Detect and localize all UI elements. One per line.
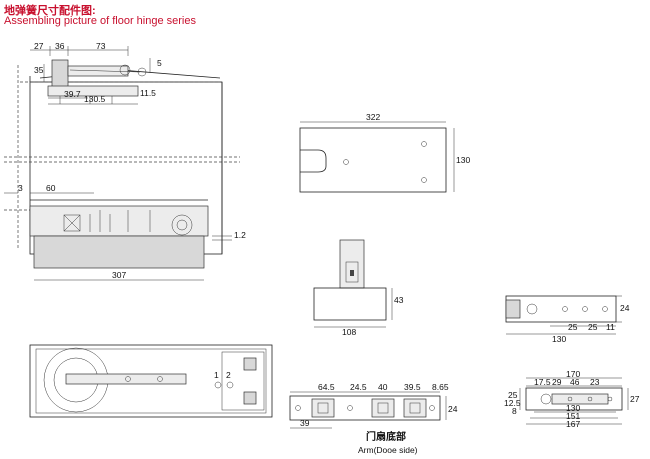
dim-39: 39 bbox=[300, 418, 310, 428]
spindle-view: 43 108 bbox=[313, 239, 404, 337]
dim-27: 27 bbox=[34, 41, 44, 51]
dim-3: 3 bbox=[18, 183, 23, 193]
dim-25-arm: 25 bbox=[508, 390, 518, 400]
assembly-view: 27 36 73 5 35 39.7 130.5 11.5 3 60 1.2 3… bbox=[4, 41, 246, 281]
door-bottom-plate bbox=[289, 395, 441, 421]
dim-1-2: 1.2 bbox=[234, 230, 246, 240]
dim-130-side: 130 bbox=[552, 334, 566, 344]
dim-35: 35 bbox=[34, 65, 44, 75]
arm-plate bbox=[65, 373, 187, 385]
dim-40: 40 bbox=[378, 382, 388, 392]
dim-24-door: 24 bbox=[448, 404, 458, 414]
dim-130: 130 bbox=[456, 155, 470, 165]
arm-bar bbox=[47, 85, 139, 97]
gear-wheel bbox=[171, 214, 193, 236]
dim-25-a: 25 bbox=[568, 322, 578, 332]
spindle-body bbox=[339, 239, 365, 289]
dim-130-arm: 130 bbox=[566, 403, 580, 413]
dim-8-65: 8.65 bbox=[432, 382, 449, 392]
dim-130-5: 130.5 bbox=[84, 94, 106, 104]
dim-27: 27 bbox=[630, 394, 640, 404]
title-english: Assembling picture of floor hinge series bbox=[4, 15, 196, 27]
dim-24-side: 24 bbox=[620, 303, 630, 313]
caption-english: Arm(Dooe side) bbox=[358, 445, 418, 455]
dim-8: 8 bbox=[512, 406, 517, 416]
spring-housing bbox=[29, 205, 209, 237]
caption-chinese: 门扇底部 bbox=[366, 430, 406, 443]
dim-36: 36 bbox=[55, 41, 65, 51]
dim-23: 23 bbox=[590, 377, 600, 387]
dim-43: 43 bbox=[394, 295, 404, 305]
dim-11-5: 11.5 bbox=[140, 88, 156, 98]
dim-322: 322 bbox=[366, 112, 380, 122]
door-bottom-view: 64.5 24.5 40 39.5 8.65 24 39 门扇底部 Arm(Do… bbox=[289, 382, 458, 455]
dim-24-5: 24.5 bbox=[350, 382, 367, 392]
dim-170: 170 bbox=[566, 369, 580, 379]
arm-bottom-view: 170 17.5 29 46 23 25 12.5 8 27 130 151 1… bbox=[504, 369, 640, 429]
dim-11: 11 bbox=[606, 322, 615, 332]
dim-151: 151 bbox=[566, 411, 580, 421]
side-plate-view: 24 25 25 11 130 bbox=[505, 295, 630, 344]
dim-12-5: 12.5 bbox=[504, 398, 521, 408]
side-plate bbox=[505, 295, 617, 323]
title-chinese: 地弹簧尺寸配件图: bbox=[4, 5, 96, 17]
dim-5: 5 bbox=[157, 58, 162, 68]
plan-number-1: 1 bbox=[214, 370, 219, 380]
top-plate-view: 322 130 bbox=[299, 112, 470, 193]
dim-46: 46 bbox=[570, 377, 580, 387]
dim-39-5: 39.5 bbox=[404, 382, 421, 392]
dim-64-5: 64.5 bbox=[318, 382, 335, 392]
dim-167: 167 bbox=[566, 419, 580, 429]
pivot-block bbox=[51, 59, 69, 89]
dim-17-5: 17.5 bbox=[534, 377, 551, 387]
plan-outline bbox=[29, 344, 273, 418]
base-box bbox=[33, 235, 205, 269]
plan-number-2: 2 bbox=[226, 370, 231, 380]
dim-73: 73 bbox=[96, 41, 106, 51]
plan-view: 1 2 bbox=[29, 344, 273, 418]
dim-108: 108 bbox=[342, 327, 356, 337]
spindle-base bbox=[313, 287, 387, 321]
dim-39-7: 39.7 bbox=[64, 89, 81, 99]
dim-25-b: 25 bbox=[588, 322, 598, 332]
top-plate bbox=[299, 127, 447, 193]
dim-307: 307 bbox=[112, 270, 126, 280]
dim-60: 60 bbox=[46, 183, 56, 193]
dim-29: 29 bbox=[552, 377, 562, 387]
arm-bottom-plate bbox=[525, 387, 623, 411]
